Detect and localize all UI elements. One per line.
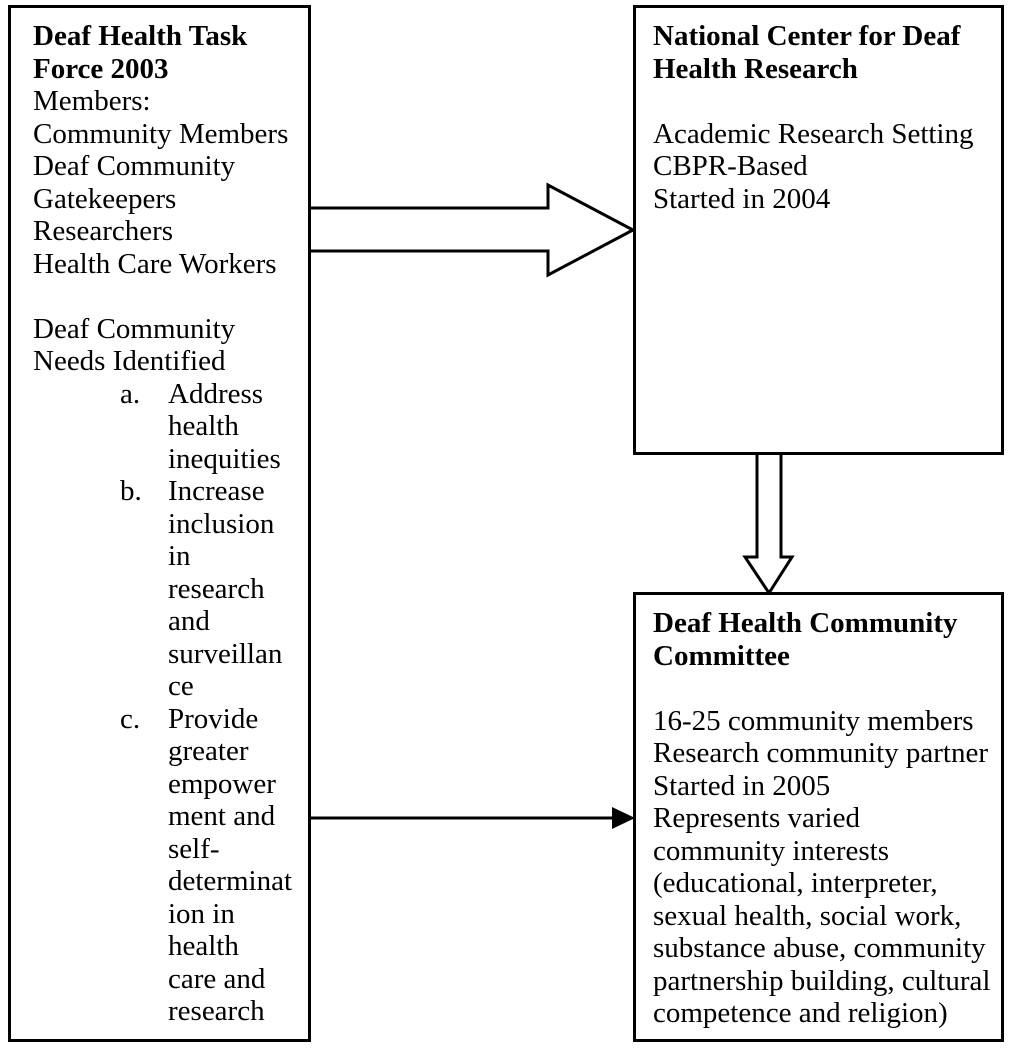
needs-list-marker: a. <box>120 377 141 410</box>
ncdhr-box-title: National Center for Deaf Health Research <box>653 20 961 85</box>
committee-box-body: 16-25 community members Research communi… <box>653 704 991 1030</box>
task-force-box-title: Deaf Health Task Force 2003 <box>33 20 248 85</box>
needs-list-item: a. Address health inequities <box>120 378 306 476</box>
committee-box-title: Deaf Health Community Committee <box>653 607 958 672</box>
block-arrow-down-icon <box>742 448 795 596</box>
line-arrow-right-icon <box>302 807 635 829</box>
task-force-box: Deaf Health Task Force 2003 Members: Com… <box>8 5 311 1042</box>
needs-list-marker: c. <box>120 702 141 735</box>
needs-list-item-text: Increase inclusion in research and surve… <box>168 475 283 702</box>
needs-identified-list: a. Address health inequities b. Increase… <box>33 378 306 1028</box>
needs-list-marker: b. <box>120 475 142 507</box>
committee-box: Deaf Health Community Committee 16-25 co… <box>633 592 1004 1042</box>
needs-list-item-text: Address health inequities <box>168 377 281 475</box>
task-force-box-body: Members: Community Members Deaf Communit… <box>33 85 289 377</box>
needs-list-item: b. Increase inclusion in research and su… <box>120 475 306 703</box>
needs-list-item: c. Provide greater empower ment and self… <box>120 703 306 1028</box>
ncdhr-box-body: Academic Research Setting CBPR-Based Sta… <box>653 117 974 215</box>
block-arrow-right-icon <box>300 182 637 278</box>
needs-list-item-text: Provide greater empower ment and self- d… <box>168 702 293 1028</box>
ncdhr-box: National Center for Deaf Health Research… <box>633 5 1004 455</box>
